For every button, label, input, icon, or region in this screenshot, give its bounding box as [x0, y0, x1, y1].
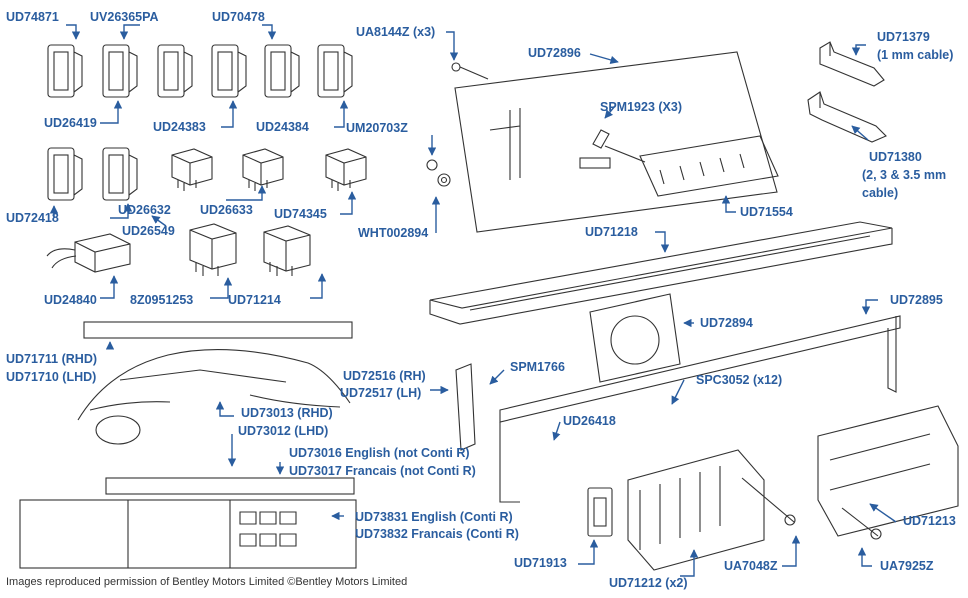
label-ud26418: UD26418	[563, 414, 616, 428]
fuse-icon	[211, 44, 247, 98]
label-ud26633: UD26633	[200, 203, 253, 217]
side-bracket	[455, 363, 476, 451]
fuse-icon	[157, 44, 193, 98]
relay-icon	[189, 223, 237, 276]
label-ud73017: UD73017 Francais (not Conti R)	[289, 464, 476, 478]
label-ud72894: UD72894	[700, 316, 753, 330]
label-ua7048z: UA7048Z	[724, 559, 778, 573]
gauge-plate	[589, 293, 681, 383]
label-ud72418: UD72418	[6, 211, 59, 225]
label-ud73012: UD73012 (LHD)	[238, 424, 329, 438]
label-ud71214: UD71214	[228, 293, 281, 307]
label-ud71711: UD71711 (RHD)	[6, 352, 98, 366]
circuit-board-icon	[639, 135, 779, 197]
label-ud71218: UD71218	[585, 225, 638, 239]
standoff-icon	[592, 129, 646, 163]
label-ud26549: UD26549	[122, 224, 175, 238]
relay-icon	[171, 148, 213, 191]
label-ud72896: UD72896	[528, 46, 581, 60]
label-ud72516: UD72516 (RH)	[343, 369, 426, 383]
label-ud71213: UD71213	[903, 514, 956, 528]
label-ud71554: UD71554	[740, 205, 793, 219]
label-ud26632: UD26632	[118, 203, 171, 217]
label-ud71379-code: UD71379	[877, 30, 930, 44]
label-ud74345: UD74345	[274, 207, 327, 221]
label-8z0951253: 8Z0951253	[130, 293, 194, 307]
label-ud71380-note2: cable)	[862, 186, 899, 200]
label-ud71380-note1: (2, 3 & 3.5 mm	[862, 168, 947, 182]
label-wht002894: WHT002894	[358, 226, 429, 240]
label-arrows	[49, 24, 897, 577]
label-ud70478: UD70478	[212, 10, 265, 24]
fuse-icon	[264, 44, 300, 98]
label-spm1923: SPM1923 (X3)	[600, 100, 682, 114]
fuse-block-icon	[817, 405, 959, 537]
label-ud71379-note: (1 mm cable)	[877, 48, 954, 62]
label-strip	[105, 477, 355, 495]
label-ud72517: UD72517 (LH)	[340, 386, 422, 400]
label-spm1766: SPM1766	[510, 360, 565, 374]
switch-icon	[587, 487, 613, 537]
label-ud73832: UD73832 Francais (Conti R)	[355, 527, 519, 541]
fuse-block-icon	[627, 449, 765, 571]
label-ud24840: UD24840	[44, 293, 97, 307]
label-ud73831: UD73831 English (Conti R)	[355, 510, 513, 524]
relay-icon	[325, 148, 367, 191]
label-ud26419: UD26419	[44, 116, 97, 130]
label-ud72895: UD72895	[890, 293, 943, 307]
label-ud71710: UD71710 (LHD)	[6, 370, 97, 384]
label-panel	[19, 499, 357, 569]
screw-icon	[741, 477, 796, 526]
label-ua7925z: UA7925Z	[880, 559, 934, 573]
label-um20703z: UM20703Z	[346, 121, 408, 135]
washer-icon	[426, 159, 451, 187]
terminal-clip-icon	[819, 41, 885, 87]
control-panel-board	[454, 51, 779, 233]
fuse-icon	[317, 44, 353, 98]
label-uv26365pa: UV26365PA	[90, 10, 159, 24]
fuse-icon	[102, 44, 138, 98]
label-ud71212: UD71212 (x2)	[609, 576, 688, 590]
relay-icon	[263, 225, 311, 276]
label-ud73013: UD73013 (RHD)	[241, 406, 333, 420]
label-ud73016: UD73016 English (not Conti R)	[289, 446, 470, 460]
screw-icon	[841, 507, 882, 540]
mounting-bracket	[429, 221, 893, 325]
label-spc3052: SPC3052 (x12)	[696, 373, 783, 387]
label-ud71380-code: UD71380	[869, 150, 922, 164]
relay-icon	[242, 148, 284, 191]
label-ud71913: UD71913	[514, 556, 567, 570]
fuse-icon	[47, 147, 83, 201]
label-ud74871: UD74871	[6, 10, 59, 24]
label-strip	[83, 321, 353, 339]
car-outline	[77, 349, 351, 445]
screw-icon	[451, 62, 489, 80]
fuse-icon	[102, 147, 138, 201]
copyright-credit: Images reproduced permission of Bentley …	[6, 576, 408, 588]
fuse-icon	[47, 44, 83, 98]
terminal-clip-icon	[807, 91, 887, 143]
label-ud24384: UD24384	[256, 120, 309, 134]
flasher-unit-icon	[46, 233, 131, 273]
label-ua8144z: UA8144Z (x3)	[356, 25, 436, 39]
fuse-box-panel	[499, 315, 901, 503]
label-ud24383: UD24383	[153, 120, 206, 134]
